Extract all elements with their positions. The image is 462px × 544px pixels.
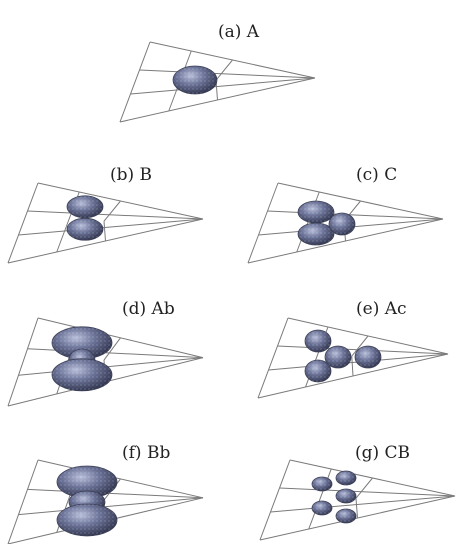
orbital-lobe-texture <box>67 218 103 241</box>
panel-g-frame <box>259 459 456 541</box>
orbital-lobe-texture <box>298 201 334 223</box>
frame-guide <box>351 356 354 377</box>
panel-f-label: (f) Bb <box>122 443 170 463</box>
panel-c: (c) C <box>247 165 444 264</box>
frame-guide <box>103 221 106 242</box>
frame-guide <box>139 69 316 79</box>
panel-c-lobes <box>297 200 356 246</box>
orbital-lobe-texture <box>325 346 351 368</box>
frame-edge <box>259 459 291 541</box>
panel-a-frame <box>119 41 316 123</box>
orbital-lobe-texture <box>336 471 356 485</box>
frame-guide <box>267 210 444 220</box>
frame-guide <box>351 335 369 357</box>
frame-guide <box>355 498 358 519</box>
orbital-lobe-texture <box>52 326 112 359</box>
frame-guide <box>18 218 204 236</box>
orbital-lobe-texture <box>305 330 331 352</box>
frame-edge <box>7 459 39 544</box>
orbital-lobe-texture <box>173 66 217 94</box>
panel-b-frame <box>7 182 204 264</box>
panel-g: (g) CB <box>259 443 456 541</box>
frame-guide <box>355 477 373 499</box>
panel-f: (f) Bb <box>7 443 204 544</box>
panel-b: (b) B <box>7 165 204 264</box>
panel-g-label: (g) CB <box>355 443 410 463</box>
frame-guide <box>27 488 204 499</box>
panel-e: (e) Ac <box>257 299 449 399</box>
frame-guide <box>279 487 456 497</box>
panel-e-label: (e) Ac <box>356 299 407 319</box>
orbital-lobe-texture <box>312 477 332 491</box>
orbital-lobe-texture <box>336 509 356 523</box>
frame-edge <box>7 182 39 264</box>
panel-a-lobes <box>172 65 218 95</box>
panel-g-lobes <box>311 470 357 524</box>
panel-d-label: (d) Ab <box>122 299 175 319</box>
orbital-lobe-texture <box>305 360 331 382</box>
orbital-lobe-texture <box>312 501 332 515</box>
orbital-lobe-texture <box>355 346 381 368</box>
panel-d-frame <box>7 317 204 407</box>
orbital-lobe-texture <box>67 195 103 218</box>
frame-guide <box>270 495 456 513</box>
frame-edge <box>7 317 39 407</box>
orbital-lobe-texture <box>298 223 334 245</box>
frame-guide <box>18 497 204 516</box>
orbital-lobe-texture <box>57 466 117 498</box>
frame-guide <box>215 59 233 81</box>
frame-guide <box>27 210 204 220</box>
frame-edge <box>247 182 279 264</box>
frame-guide <box>103 200 121 222</box>
frame-edge <box>119 41 151 123</box>
panel-a-label: (a) A <box>218 22 260 42</box>
orbital-lobe-texture <box>52 358 112 391</box>
panel-e-lobes <box>304 329 382 383</box>
panel-c-label: (c) C <box>356 165 397 185</box>
orbital-lobe-texture <box>336 489 356 503</box>
panel-b-lobes <box>66 195 104 241</box>
frame-guide <box>27 348 204 359</box>
orbital-lobe-texture <box>57 504 117 536</box>
frame-edge <box>257 317 289 399</box>
panel-e-frame <box>257 317 449 399</box>
panel-a: (a) A <box>119 22 316 123</box>
frame-guide <box>130 77 316 95</box>
frame-guide <box>18 357 204 376</box>
panel-d-lobes <box>51 326 113 392</box>
panel-b-label: (b) B <box>110 165 152 185</box>
panel-f-lobes <box>56 465 118 537</box>
panel-d: (d) Ab <box>7 299 204 407</box>
orbital-lobe-texture <box>329 213 355 235</box>
frame-guide <box>103 337 121 361</box>
